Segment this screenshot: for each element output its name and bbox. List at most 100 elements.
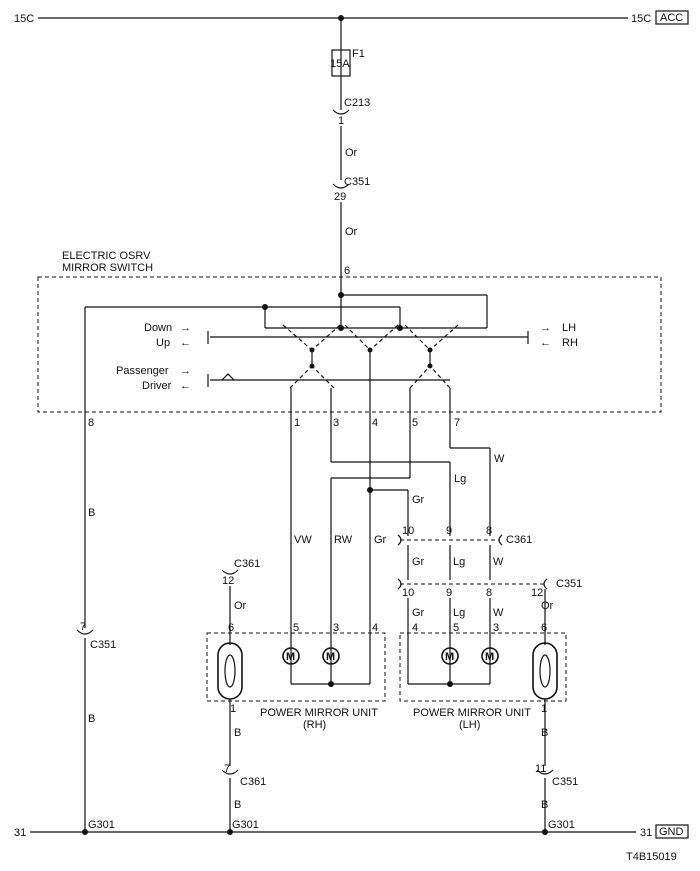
label-rh: RH — [562, 337, 578, 349]
label-lh: LH — [562, 322, 576, 334]
wire-gr-lh: Gr — [412, 607, 425, 619]
switch-pin: 5 — [412, 417, 418, 429]
rh-pin: 6 — [228, 622, 234, 634]
svg-text:←: ← — [180, 380, 191, 392]
svg-text:→: → — [180, 322, 191, 334]
gnd-tag: GND — [659, 826, 684, 838]
motor-icon: M — [286, 651, 295, 663]
acc-tag: ACC — [660, 12, 683, 24]
rh-unit-side: (RH) — [303, 719, 326, 731]
c351-lh-top-pin: 12 — [531, 587, 543, 599]
rail-label-bottom-right: 31 — [640, 827, 652, 839]
c213-label: C213 — [344, 97, 370, 109]
switch-pin: 3 — [333, 417, 339, 429]
switch-pin: 7 — [454, 417, 460, 429]
c351-left-pin: 7 — [80, 621, 86, 633]
c351-mid-label: C351 — [556, 578, 582, 590]
wire-or-1: Or — [345, 147, 358, 159]
wire-gr-mid: Gr — [412, 556, 425, 568]
motor-icon: M — [326, 651, 335, 663]
label-up: Up — [156, 337, 170, 349]
c361-mid-label: C361 — [506, 534, 532, 546]
wire-or-lh: Or — [541, 600, 554, 612]
switch-output-wires: B Lg Gr W VW RW Gr — [84, 307, 505, 633]
switch-pin: 8 — [88, 417, 94, 429]
wire-lg-mid: Lg — [453, 556, 465, 568]
lh-unit-title: POWER MIRROR UNIT — [413, 707, 531, 719]
power-mirror-unit-lh: Or 4 5 3 6 M M POWER MIRROR UNIT (LH) 1 … — [399, 589, 578, 832]
ground-rail: 31 31 GND G301 G301 G301 — [14, 819, 689, 839]
mid-pin: 8 — [486, 587, 492, 599]
label-down: Down — [144, 322, 172, 334]
wire-b-lh: B — [541, 799, 548, 811]
lh-pin: 5 — [453, 622, 459, 634]
mid-pin: 8 — [486, 525, 492, 537]
ground-g301: G301 — [88, 819, 115, 831]
ground-g301: G301 — [232, 819, 259, 831]
ground-g301: G301 — [548, 819, 575, 831]
mid-pin: 9 — [446, 525, 452, 537]
wire-or-2: Or — [345, 226, 358, 238]
connector-c351-top: C351 29 Or — [332, 176, 370, 295]
svg-text:←: ← — [540, 337, 551, 349]
connector-c213: C213 1 Or — [332, 97, 370, 180]
wire-rw: RW — [334, 534, 353, 546]
wire-w-mid: W — [493, 556, 504, 568]
wire-lg: Lg — [454, 473, 466, 485]
c351-top-pin: 29 — [334, 191, 346, 203]
lh-pin: 6 — [541, 622, 547, 634]
svg-text:→: → — [180, 365, 191, 377]
wire-b-lh: B — [541, 727, 548, 739]
drawing-code: T4B15019 — [626, 851, 677, 863]
svg-text:←: ← — [180, 337, 191, 349]
mid-pin: 10 — [402, 525, 414, 537]
mirror-switch: ELECTRIC OSRV MIRROR SWITCH 6 — [37, 250, 662, 429]
switch-title-1: ELECTRIC OSRV — [62, 250, 151, 262]
rh-pin-bottom: 1 — [230, 703, 236, 715]
svg-text:→: → — [540, 322, 551, 334]
top-power-rail: 15C 15C ACC — [14, 10, 689, 25]
wire-b: B — [88, 507, 95, 519]
mid-pin: 10 — [402, 587, 414, 599]
c351-top-label: C351 — [344, 176, 370, 188]
switch-title-2: MIRROR SWITCH — [62, 262, 153, 274]
wire-gr-rh: Gr — [374, 534, 387, 546]
fuse-rating: 15A — [330, 58, 350, 70]
c213-pin: 1 — [338, 115, 344, 127]
lh-pin: 4 — [412, 622, 418, 634]
wire-vw: VW — [294, 534, 312, 546]
lh-pin: 3 — [493, 622, 499, 634]
c351-lh-bottom-label: C351 — [552, 776, 578, 788]
mid-connectors: C361 10 9 8 Gr Lg W C351 10 9 8 12 Gr Lg… — [397, 525, 582, 633]
wire-b-rh: B — [234, 799, 241, 811]
c361-rh-label: C361 — [234, 558, 260, 570]
c351-lh-bottom-pin: 11 — [535, 763, 546, 775]
mid-pin: 9 — [446, 587, 452, 599]
label-passenger: Passenger — [116, 365, 169, 377]
lh-unit-side: (LH) — [459, 719, 480, 731]
motor-icon: M — [485, 651, 494, 663]
wire-b: B — [88, 713, 95, 725]
fuse-f1: F1 15A — [330, 18, 365, 110]
power-mirror-unit-rh: C361 12 Or 6 5 3 4 M M POWER MIRROR UNIT… — [206, 558, 386, 832]
wire-w-lh: W — [493, 607, 504, 619]
rh-unit-title: POWER MIRROR UNIT — [260, 707, 378, 719]
lh-pin-bottom: 1 — [541, 703, 547, 715]
rh-pin: 4 — [372, 622, 378, 634]
wire-b-rh: B — [234, 727, 241, 739]
switch-pin: 4 — [372, 417, 378, 429]
rh-pin: 3 — [333, 622, 339, 634]
label-driver: Driver — [142, 380, 172, 392]
wire-w: W — [494, 453, 505, 465]
c361-rh-bottom-label: C361 — [240, 776, 266, 788]
c361-rh-bottom-pin: 7 — [224, 763, 230, 775]
wire-or-rh: Or — [234, 600, 247, 612]
c351-left-label: C351 — [90, 639, 116, 651]
switch-pin-6: 6 — [344, 265, 350, 277]
wire-gr: Gr — [412, 494, 425, 506]
motor-icon: M — [445, 651, 454, 663]
rail-label-top-right: 15C — [631, 13, 651, 25]
rh-pin: 5 — [293, 622, 299, 634]
rail-label-bottom-left: 31 — [14, 827, 26, 839]
